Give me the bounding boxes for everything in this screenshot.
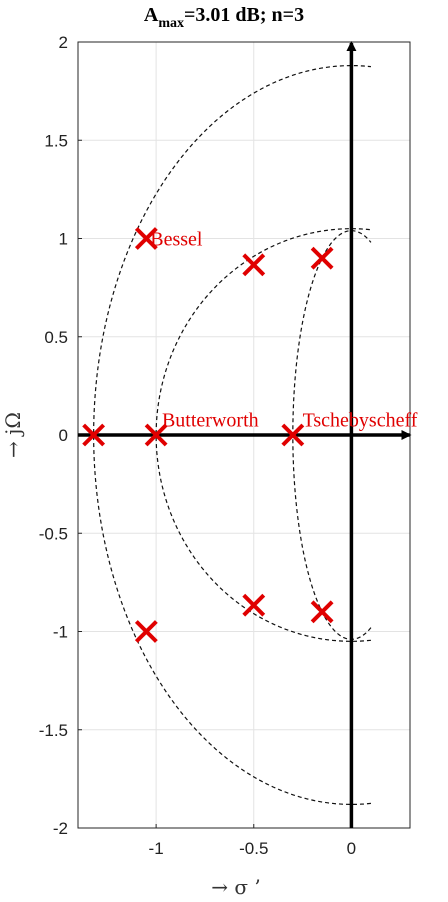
x-tick-label: -1 bbox=[149, 839, 164, 858]
pole-stroke bbox=[144, 423, 168, 447]
y-tick-label: -0.5 bbox=[39, 524, 68, 543]
pole-stroke bbox=[281, 423, 305, 447]
pole-stroke bbox=[134, 227, 158, 250]
pole-stroke bbox=[242, 253, 266, 277]
x-tick-label: -0.5 bbox=[239, 839, 268, 858]
y-tick-label: 0 bbox=[59, 426, 68, 445]
pole-stroke bbox=[242, 593, 266, 617]
pole-marker bbox=[82, 423, 106, 447]
pole-marker bbox=[242, 593, 266, 617]
y-tick-label: -1.5 bbox=[39, 721, 68, 740]
title-main: A bbox=[143, 4, 159, 26]
pole-stroke bbox=[134, 620, 158, 643]
locus-curve-2 bbox=[155, 228, 371, 642]
chart-title: Amax=3.01 dB; n=3 bbox=[0, 4, 448, 31]
x-axis-label: → σ ’ bbox=[211, 875, 260, 899]
pole-marker bbox=[134, 620, 158, 643]
y-tick-label: 2 bbox=[59, 33, 68, 52]
annotation-butterworth: Butterworth bbox=[162, 409, 259, 431]
pole-marker bbox=[144, 423, 168, 447]
title-subscript: max bbox=[158, 16, 185, 31]
pole-marker bbox=[242, 253, 266, 277]
pole-marker bbox=[310, 600, 334, 624]
pole-stroke bbox=[82, 423, 106, 447]
y-tick-label: 0.5 bbox=[44, 328, 68, 347]
y-axis-label: → jΩ bbox=[1, 412, 25, 458]
pole-stroke bbox=[310, 600, 334, 624]
annotation-bessel: Bessel bbox=[150, 229, 203, 251]
pole-stroke bbox=[310, 246, 334, 270]
pole-marker bbox=[281, 423, 305, 447]
y-tick-label: -2 bbox=[53, 819, 68, 838]
title-rest: =3.01 dB; n=3 bbox=[184, 4, 305, 26]
pole-marker bbox=[310, 246, 334, 270]
y-tick-label: 1 bbox=[59, 230, 68, 249]
pole-marker bbox=[134, 227, 158, 250]
annotation-tschebyscheff: Tschebyscheff bbox=[303, 409, 418, 431]
x-tick-label: 0 bbox=[347, 839, 356, 858]
y-tick-label: -1 bbox=[53, 623, 68, 642]
y-tick-label: 1.5 bbox=[44, 131, 68, 150]
